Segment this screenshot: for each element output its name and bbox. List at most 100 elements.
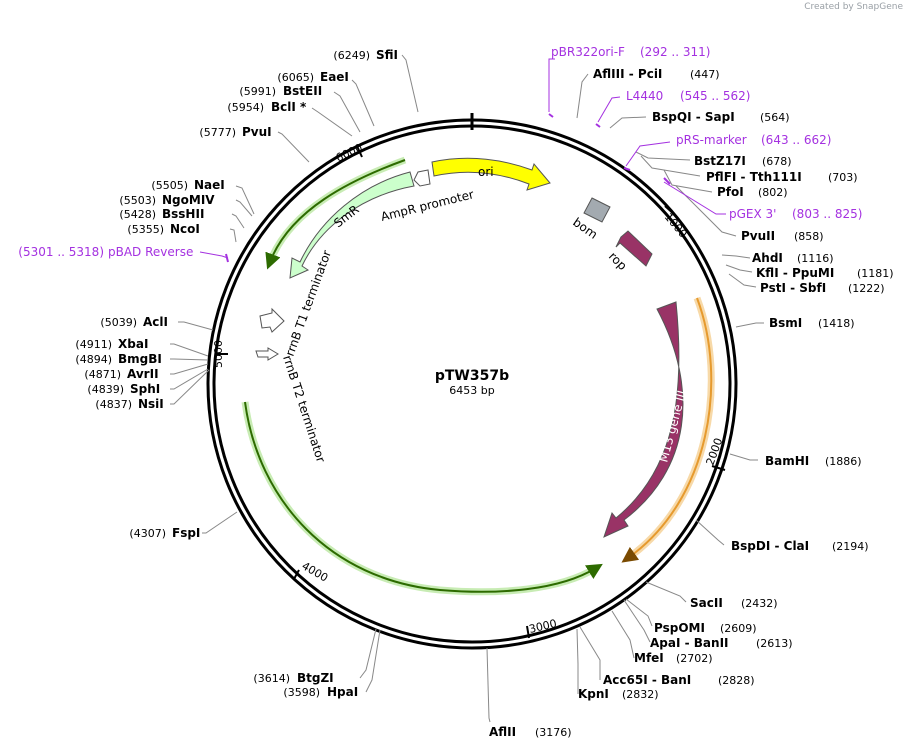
site-name-naei[interactable]: NaeI xyxy=(194,178,225,192)
tick-label-3000: 3000 xyxy=(528,617,558,636)
site-name-apai[interactable]: ApaI - BanII xyxy=(650,636,729,650)
leader-btgzi xyxy=(359,628,377,679)
site-name-hpai[interactable]: HpaI xyxy=(327,685,358,699)
tick-mark-6000 xyxy=(356,145,363,158)
primer-name-pbad-reverse[interactable]: pBAD Reverse xyxy=(108,245,193,259)
t1-arrow[interactable] xyxy=(259,307,285,333)
primer-labels: pBR322ori-F (292 .. 311) L4440 (545 .. 5… xyxy=(18,45,862,259)
primer-name-pbr322ori-f[interactable]: pBR322ori-F xyxy=(551,45,625,59)
leader-sfii xyxy=(401,54,419,113)
site-name-sfii[interactable]: SfiI xyxy=(376,48,398,62)
leader-eaei xyxy=(351,79,375,127)
site-name-btgzi[interactable]: BtgZI xyxy=(297,671,334,685)
site-name-pvuii[interactable]: PvuII xyxy=(741,229,775,243)
site-name-bsshii[interactable]: BssHII xyxy=(162,207,204,221)
site-name-pfoi[interactable]: PfoI xyxy=(717,185,744,199)
feature-ori[interactable]: ori xyxy=(431,157,551,191)
site-pos-naei: (5505) xyxy=(151,179,188,192)
leader-bsshii xyxy=(231,213,245,229)
site-name-bcli[interactable]: BclI * xyxy=(271,100,307,114)
site-pos-pflfi: (703) xyxy=(828,171,858,184)
t2-arrow[interactable] xyxy=(255,347,279,361)
site-name-sphi[interactable]: SphI xyxy=(130,382,160,396)
m13-arrow[interactable] xyxy=(603,301,684,538)
feature-rop[interactable]: rop xyxy=(606,230,653,273)
t1-label: rrnB T1 terminator xyxy=(283,248,334,358)
site-name-nsii[interactable]: NsiI xyxy=(138,397,164,411)
leader-pspomi xyxy=(625,598,653,627)
site-pos-ngomiv: (5503) xyxy=(119,194,156,207)
site-name-pflfi[interactable]: PflFI - Tth111I xyxy=(706,170,802,184)
primer-leader-pbad xyxy=(199,251,229,259)
bom-shape[interactable] xyxy=(583,197,611,223)
leader-naei xyxy=(235,185,255,215)
site-name-bstz17i[interactable]: BstZ17I xyxy=(694,154,746,168)
leader-ncoi xyxy=(229,228,237,243)
ampr-arrow[interactable] xyxy=(413,169,431,187)
site-name-afliii[interactable]: AflIII - PciI xyxy=(593,67,662,81)
primer-range-l4440: (545 .. 562) xyxy=(680,89,750,103)
leader-afliii xyxy=(576,73,589,119)
leader-bcli xyxy=(311,107,353,137)
site-pos-sacii: (2432) xyxy=(741,597,778,610)
lower-green-line xyxy=(244,401,603,593)
rop-arrow[interactable] xyxy=(615,230,653,267)
site-name-psti[interactable]: PstI - SbfI xyxy=(760,281,826,295)
feature-m13-gene-iii[interactable]: M13 gene III xyxy=(603,301,689,538)
site-name-bspqi[interactable]: BspQI - SapI xyxy=(652,110,735,124)
site-pos-bamhi: (1886) xyxy=(825,455,862,468)
smr-arrow[interactable] xyxy=(289,171,415,279)
site-name-bsmi[interactable]: BsmI xyxy=(769,316,802,330)
credit-text: Created by SnapGene xyxy=(804,2,903,12)
site-name-xbai[interactable]: XbaI xyxy=(118,337,148,351)
site-name-sacii[interactable]: SacII xyxy=(690,596,723,610)
site-name-kpni[interactable]: KpnI xyxy=(578,687,609,701)
site-name-ahdi[interactable]: AhdI xyxy=(752,251,783,265)
site-pos-aflii: (3176) xyxy=(535,726,572,739)
primer-mark-prs xyxy=(623,167,631,171)
site-name-acc65i[interactable]: Acc65I - BanI xyxy=(603,673,691,687)
primer-name-pgex3[interactable]: pGEX 3' xyxy=(729,207,776,221)
site-pos-hpai: (3598) xyxy=(283,686,320,699)
leader-bsteii xyxy=(333,91,361,133)
primer-name-prs-marker[interactable]: pRS-marker xyxy=(676,133,747,147)
site-leader-lines xyxy=(170,54,764,723)
site-name-acli[interactable]: AclI xyxy=(143,315,168,329)
site-pos-eaei: (6065) xyxy=(277,71,314,84)
feature-smr[interactable]: SmR xyxy=(289,171,415,279)
leader-bstz17i xyxy=(635,151,691,161)
leader-avrii xyxy=(170,363,209,375)
site-name-pvui[interactable]: PvuI xyxy=(242,125,272,139)
site-name-fspi[interactable]: FspI xyxy=(172,526,200,540)
site-name-aflii[interactable]: AflII xyxy=(489,725,516,739)
site-name-ncoi[interactable]: NcoI xyxy=(170,222,200,236)
site-pos-bstz17i: (678) xyxy=(762,155,792,168)
site-pos-mfei: (2702) xyxy=(676,652,713,665)
leader-bspdi xyxy=(695,519,725,546)
feature-bom[interactable]: bom xyxy=(570,197,611,242)
lower-highlight-band xyxy=(241,401,598,596)
leader-kpni xyxy=(576,628,579,694)
site-name-bamhi[interactable]: BamHI xyxy=(765,454,809,468)
site-name-bspdi[interactable]: BspDI - ClaI xyxy=(731,539,809,553)
site-pos-pspomi: (2609) xyxy=(720,622,757,635)
site-name-kfli[interactable]: KflI - PpuMI xyxy=(756,266,834,280)
site-name-avrii[interactable]: AvrII xyxy=(127,367,159,381)
site-pos-avrii: (4871) xyxy=(84,368,121,381)
site-name-ngomiv[interactable]: NgoMIV xyxy=(162,193,215,207)
site-name-bsteii[interactable]: BstEII xyxy=(283,84,322,98)
primer-name-l4440[interactable]: L4440 xyxy=(626,89,663,103)
feature-rrnb-t2[interactable]: rrnB T2 terminator xyxy=(255,347,328,465)
leader-bmgbi xyxy=(170,358,209,361)
leader-nsii xyxy=(170,369,210,405)
primer-mark-pgex xyxy=(663,177,671,185)
site-name-mfei[interactable]: MfeI xyxy=(634,651,664,665)
leader-bspqi xyxy=(609,116,647,129)
site-pos-fspi: (4307) xyxy=(129,527,166,540)
t2-label: rrnB T2 terminator xyxy=(280,354,328,465)
site-name-bmgbi[interactable]: BmgBI xyxy=(118,352,162,366)
site-name-eaei[interactable]: EaeI xyxy=(320,70,349,84)
site-name-pspomi[interactable]: PspOMI xyxy=(654,621,705,635)
ori-arrow[interactable] xyxy=(431,157,551,191)
